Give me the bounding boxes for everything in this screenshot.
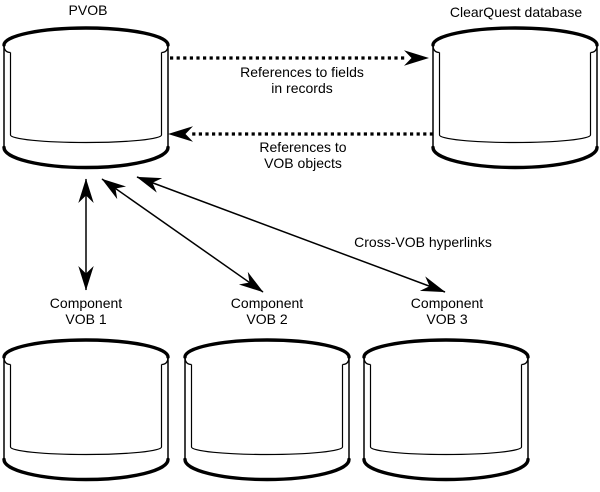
component-vob3-line2: VOB 3: [426, 311, 468, 327]
arrowhead-left-icon: [168, 126, 193, 142]
clearquest-label: ClearQuest database: [449, 4, 583, 20]
references-to-fields-label: References to fields in records: [222, 64, 382, 96]
component-vob1-database-icon: [2, 338, 170, 482]
component-vob3-line1: Component: [410, 295, 484, 311]
component-vob2-line2: VOB 2: [246, 311, 288, 327]
arrow-references-to-fields: [170, 50, 429, 66]
pvob-database-icon: [2, 26, 170, 170]
component-vob1-line1: Component: [49, 295, 123, 311]
clearquest-database-icon: [431, 26, 599, 170]
arrow-references-to-vob-objects: [168, 126, 433, 142]
references-to-fields-line1: References to fields: [240, 64, 364, 80]
references-to-vob-objects-label: References to VOB objects: [223, 139, 383, 171]
component-vob1-line2: VOB 1: [65, 311, 107, 327]
component-vob2-label: Component VOB 2: [197, 295, 337, 327]
cross-vob-hyperlinks-label: Cross-VOB hyperlinks: [354, 234, 492, 250]
arrowhead-right-icon: [404, 50, 429, 66]
component-vob3-database-icon: [362, 338, 530, 482]
component-vob2-database-icon: [183, 338, 351, 482]
pvob-label: PVOB: [68, 2, 108, 18]
arrow-pvob-vob3: [136, 176, 446, 293]
references-to-vob-objects-line1: References to: [259, 139, 347, 155]
references-to-fields-line2: in records: [271, 80, 333, 96]
arrow-pvob-vob2: [101, 178, 264, 293]
component-vob1-label: Component VOB 1: [16, 295, 156, 327]
references-to-vob-objects-line2: VOB objects: [264, 155, 342, 171]
component-vob3-label: Component VOB 3: [377, 295, 517, 327]
component-vob2-line1: Component: [230, 295, 304, 311]
